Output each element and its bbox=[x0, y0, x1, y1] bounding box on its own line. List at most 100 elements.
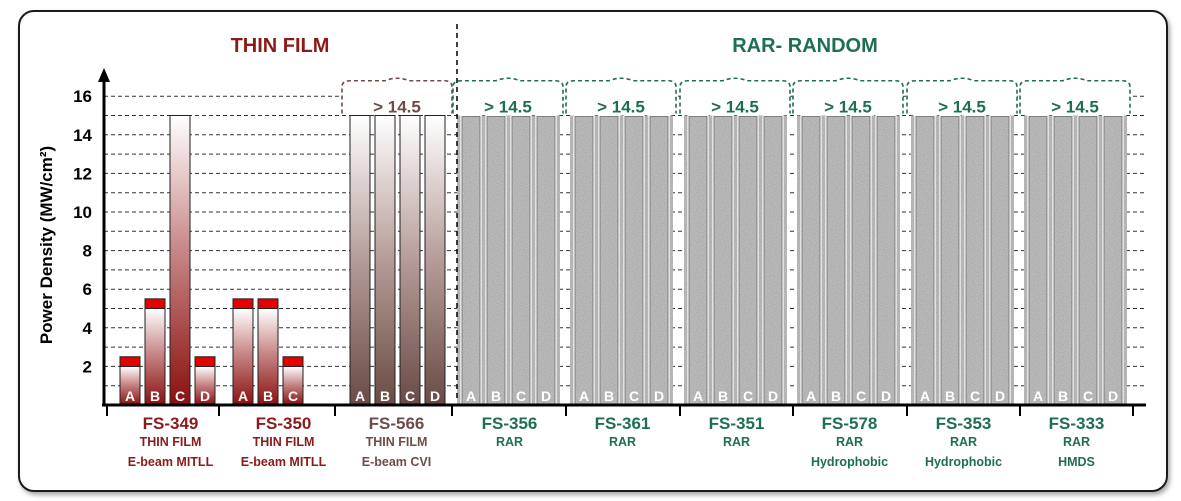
section-title-rar: RAR- RANDOM bbox=[732, 35, 878, 57]
bar bbox=[169, 115, 191, 406]
bar-letter: D bbox=[541, 388, 551, 404]
bar-letter: B bbox=[380, 388, 390, 404]
group-name: FS-351 bbox=[709, 414, 765, 433]
bar-letter: C bbox=[856, 388, 866, 404]
bar-letter: A bbox=[238, 388, 248, 404]
bar-letter: D bbox=[768, 388, 778, 404]
bar-letter: B bbox=[718, 388, 728, 404]
cap-label: > 14.5 bbox=[1051, 98, 1099, 117]
cap-bracket bbox=[906, 77, 1018, 114]
group-line2: Hydrophobic bbox=[811, 455, 888, 469]
cap-bracket bbox=[341, 77, 453, 114]
group-line2: E-beam CVI bbox=[362, 455, 431, 469]
cap-label: > 14.5 bbox=[938, 98, 986, 117]
bar-fill bbox=[713, 116, 733, 405]
bar-letter: C bbox=[175, 388, 185, 404]
y-tick-label: 2 bbox=[83, 357, 92, 376]
y-tick-label: 16 bbox=[73, 87, 92, 106]
cap-bracket bbox=[1019, 77, 1131, 114]
bar-fail-cap bbox=[282, 356, 304, 367]
group-line1: RAR bbox=[1063, 435, 1090, 449]
cap-bracket bbox=[565, 77, 677, 114]
bar-fill bbox=[536, 116, 556, 405]
group-name: FS-333 bbox=[1049, 414, 1105, 433]
bar-fill bbox=[1053, 116, 1073, 405]
bar-fill bbox=[599, 116, 619, 405]
bar-fill bbox=[1103, 116, 1123, 405]
bar-fill bbox=[826, 116, 846, 405]
bar-fill bbox=[688, 116, 708, 405]
bar-fill bbox=[486, 116, 506, 405]
group-line1: RAR bbox=[723, 435, 750, 449]
bar-letter: B bbox=[604, 388, 614, 404]
cap-label: > 14.5 bbox=[373, 98, 421, 117]
bar-letter: D bbox=[430, 388, 440, 404]
bar-letter: D bbox=[654, 388, 664, 404]
y-tick-label: 12 bbox=[73, 164, 92, 183]
bar-fill bbox=[738, 116, 758, 405]
bar-letter: A bbox=[466, 388, 476, 404]
cap-bracket bbox=[792, 77, 904, 114]
bar-fill bbox=[574, 116, 594, 405]
bar-letter: A bbox=[355, 388, 365, 404]
bar-letter: B bbox=[263, 388, 273, 404]
bar-fill bbox=[649, 116, 669, 405]
bar-letter: D bbox=[1108, 388, 1118, 404]
bar-fill bbox=[763, 116, 783, 405]
bar-letter: D bbox=[200, 388, 210, 404]
bar-fail-cap bbox=[257, 298, 279, 310]
bar-letter: B bbox=[150, 388, 160, 404]
group-line1: THIN FILM bbox=[366, 435, 428, 449]
bar-fill bbox=[1028, 116, 1048, 405]
group-name: FS-349 bbox=[143, 414, 199, 433]
y-tick-label: 8 bbox=[83, 242, 92, 261]
bar-fill bbox=[915, 116, 935, 405]
y-axis-arrow bbox=[98, 68, 110, 82]
bar bbox=[424, 115, 446, 406]
bar-letter: D bbox=[995, 388, 1005, 404]
y-axis-label: Power Density (MW/cm²) bbox=[37, 146, 56, 344]
group-line1: RAR bbox=[836, 435, 863, 449]
bar-letter: C bbox=[516, 388, 526, 404]
group-line1: RAR bbox=[609, 435, 636, 449]
cap-label: > 14.5 bbox=[824, 98, 872, 117]
group-line2: Hydrophobic bbox=[925, 455, 1002, 469]
bar-letter: A bbox=[125, 388, 135, 404]
bar-fill bbox=[624, 116, 644, 405]
bar-letter: A bbox=[806, 388, 816, 404]
cap-bracket bbox=[452, 77, 564, 114]
bar-fill bbox=[511, 116, 531, 405]
bar-letter: C bbox=[405, 388, 415, 404]
bar bbox=[374, 115, 396, 406]
bar-letter: A bbox=[1033, 388, 1043, 404]
bar-fail-cap bbox=[144, 298, 166, 310]
y-tick-label: 6 bbox=[83, 280, 92, 299]
bar-letter: C bbox=[1083, 388, 1093, 404]
cap-label: > 14.5 bbox=[597, 98, 645, 117]
bar-fill bbox=[851, 116, 871, 405]
group-name: FS-350 bbox=[256, 414, 312, 433]
bar-letter: A bbox=[693, 388, 703, 404]
bar-fail-cap bbox=[232, 298, 254, 310]
group-name: FS-353 bbox=[936, 414, 992, 433]
bar-letter: B bbox=[945, 388, 955, 404]
bar bbox=[399, 115, 421, 406]
section-title-thin-film: THIN FILM bbox=[231, 35, 330, 57]
y-tick-label: 10 bbox=[73, 203, 92, 222]
group-line2: E-beam MITLL bbox=[241, 455, 327, 469]
group-line1: THIN FILM bbox=[140, 435, 202, 449]
bar-letter: C bbox=[288, 388, 298, 404]
group-name: FS-361 bbox=[595, 414, 651, 433]
group-name: FS-566 bbox=[369, 414, 425, 433]
group-line1: THIN FILM bbox=[253, 435, 315, 449]
bars-layer bbox=[119, 77, 1131, 406]
axes-layer bbox=[98, 24, 1146, 416]
bar-fill bbox=[876, 116, 896, 405]
group-line2: E-beam MITLL bbox=[128, 455, 214, 469]
bar-fill bbox=[965, 116, 985, 405]
bar-fail-cap bbox=[194, 356, 216, 367]
bar-letter: B bbox=[831, 388, 841, 404]
bar-letter: B bbox=[1058, 388, 1068, 404]
